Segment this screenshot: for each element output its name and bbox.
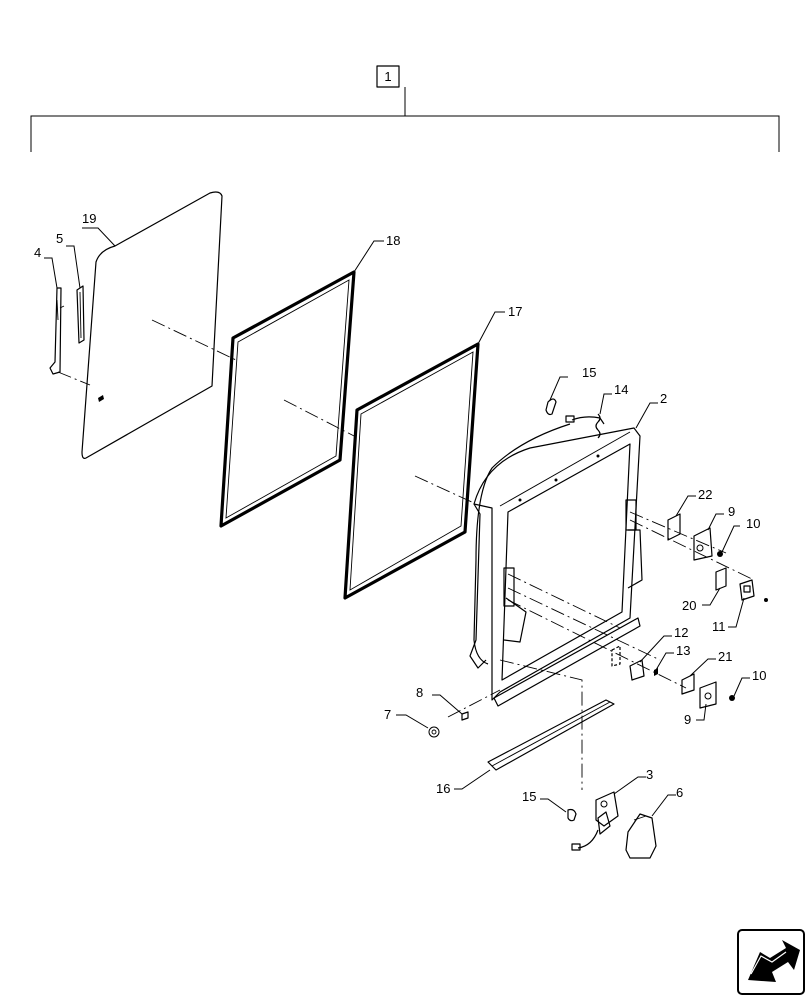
callout-10-lower[interactable]: 10 — [752, 668, 766, 683]
callout-21[interactable]: 21 — [718, 649, 732, 664]
motor-cover[interactable] — [625, 813, 657, 859]
callout-18[interactable]: 18 — [386, 233, 400, 248]
callout-2[interactable]: 2 — [660, 391, 667, 406]
assembly-axes — [57, 319, 755, 790]
callout-14[interactable]: 14 — [614, 382, 628, 397]
glass-pane[interactable] — [81, 191, 223, 459]
callout-5[interactable]: 5 — [56, 231, 63, 246]
callout-9-upper[interactable]: 9 — [728, 504, 735, 519]
callout-8[interactable]: 8 — [416, 685, 423, 700]
bushing-parts[interactable] — [428, 711, 469, 738]
seal-frame-outer[interactable] — [219, 270, 356, 528]
hinge-lower[interactable] — [681, 673, 735, 709]
callout-9-lower[interactable]: 9 — [684, 712, 691, 727]
hinge-upper[interactable] — [667, 513, 723, 561]
latch-parts[interactable] — [715, 567, 768, 602]
seal-frame-inner[interactable] — [343, 342, 480, 600]
connector-top[interactable] — [545, 398, 557, 416]
callout-13[interactable]: 13 — [676, 643, 690, 658]
callout-19[interactable]: 19 — [82, 211, 96, 226]
callout-15-top[interactable]: 15 — [582, 365, 596, 380]
door-frame[interactable] — [469, 427, 643, 707]
callout-20[interactable]: 20 — [682, 598, 696, 613]
callout-numbers: 19 5 4 18 17 15 14 2 22 9 10 20 11 12 13… — [34, 211, 766, 804]
callout-6[interactable]: 6 — [676, 785, 683, 800]
callout-3[interactable]: 3 — [646, 767, 653, 782]
wire-harness[interactable] — [473, 413, 605, 665]
callout-4[interactable]: 4 — [34, 245, 41, 260]
callout-12[interactable]: 12 — [674, 625, 688, 640]
callout-22[interactable]: 22 — [698, 487, 712, 502]
door-handle-strip[interactable] — [49, 285, 85, 375]
callout-11[interactable]: 11 — [712, 619, 726, 634]
callout-7[interactable]: 7 — [384, 707, 391, 722]
callout-leaders — [44, 227, 750, 817]
callout-1[interactable]: 1 — [384, 69, 391, 84]
next-page-arrow-icon[interactable] — [737, 929, 805, 995]
seal-strip[interactable] — [487, 699, 615, 771]
callout-10-upper[interactable]: 10 — [746, 516, 760, 531]
callout-17[interactable]: 17 — [508, 304, 522, 319]
callout-16[interactable]: 16 — [436, 781, 450, 796]
striker-parts[interactable] — [629, 659, 658, 681]
motor-actuator[interactable] — [571, 791, 619, 851]
callout-15-bottom[interactable]: 15 — [522, 789, 536, 804]
assembly-bracket: 1 — [30, 65, 780, 152]
connector-bottom[interactable] — [567, 808, 577, 822]
